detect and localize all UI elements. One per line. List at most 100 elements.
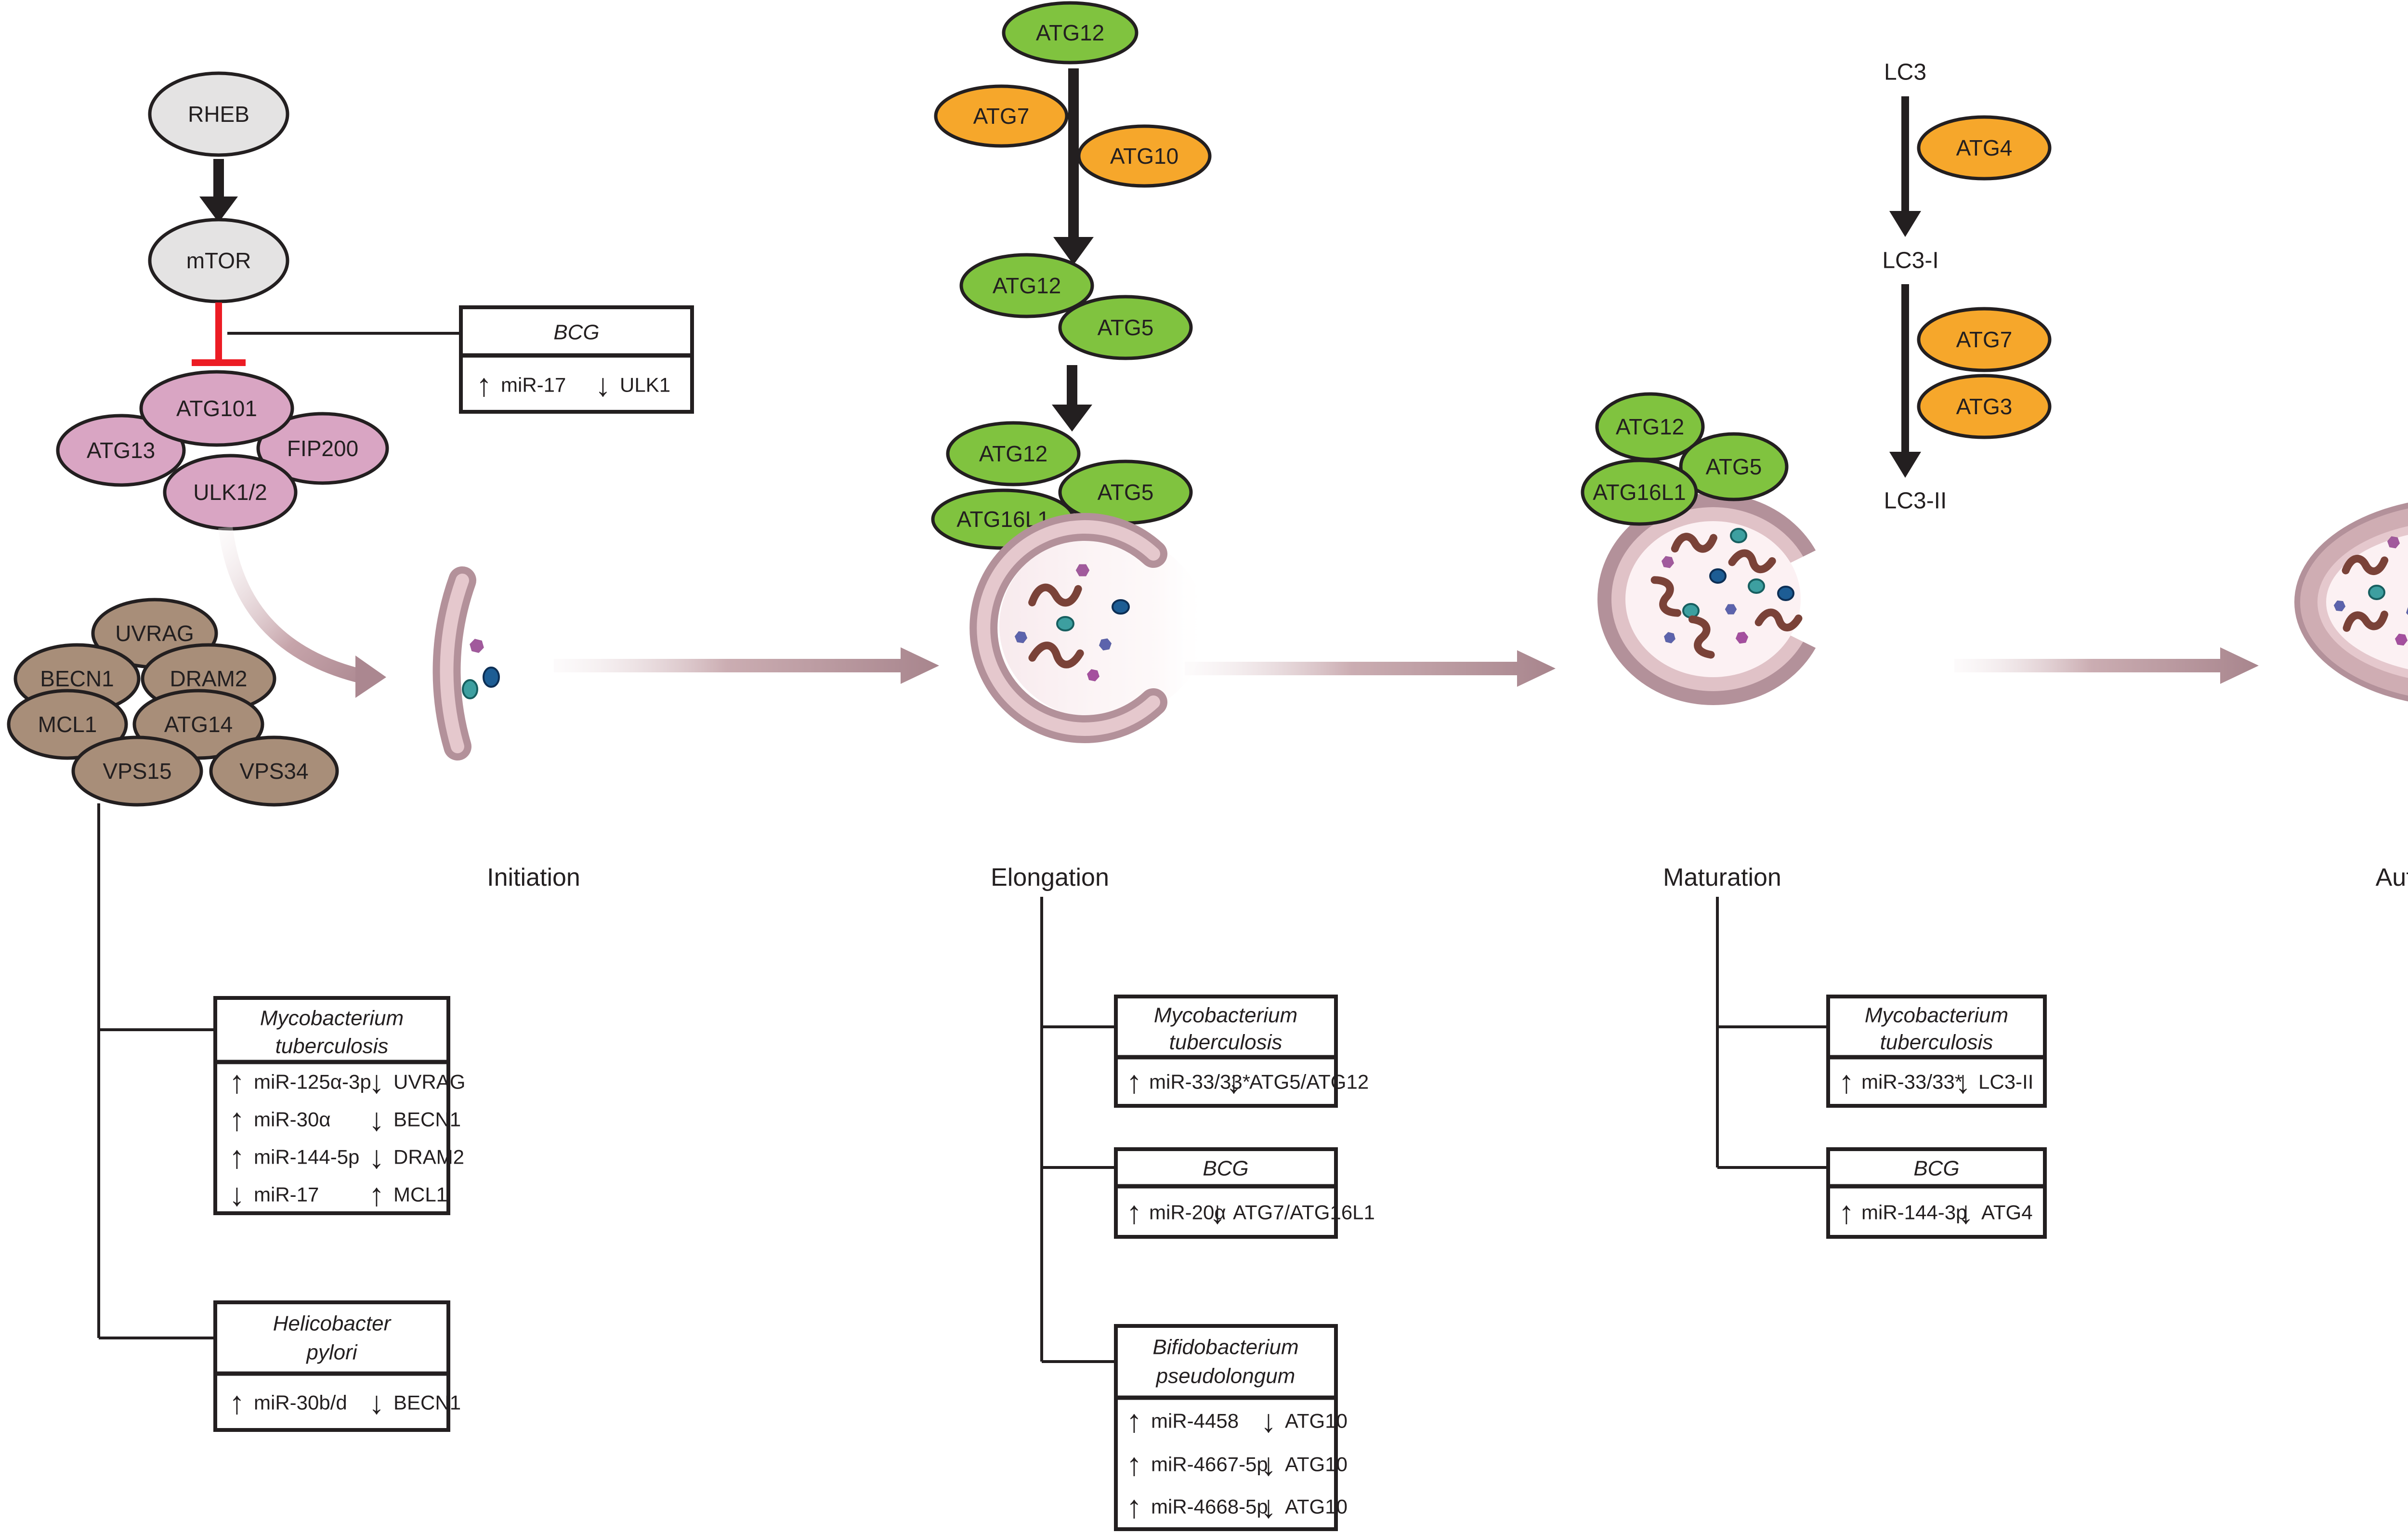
cargo-hexagon xyxy=(470,639,484,653)
cargo-hexagon-indigo xyxy=(1014,631,1028,643)
cargo-squiggle xyxy=(2343,610,2388,632)
node-mat-atg16l1-oval xyxy=(1581,459,1698,526)
cargo-hexagon xyxy=(2387,536,2400,549)
rheb-mtor-chain: RHEB mTOR xyxy=(148,71,461,366)
target-direction: ↓ xyxy=(595,367,611,403)
box-outline xyxy=(213,1300,450,1432)
elongation-crescent-inner xyxy=(977,520,1160,736)
box-title-line2: pseudolongum xyxy=(1155,1364,1296,1388)
lc3-arrow2-shaft xyxy=(1901,284,1909,453)
mirna-direction: ↑ xyxy=(1126,1403,1142,1439)
target-direction: ↓ xyxy=(369,1064,385,1100)
cargo-squiggle xyxy=(1650,576,1682,617)
cargo-hexagon-indigo xyxy=(1725,604,1737,615)
mirna-label: miR-17 xyxy=(254,1183,319,1206)
cargo-navy xyxy=(1112,599,1130,615)
box-title-line1: Mycobacterium xyxy=(1154,1004,1297,1027)
target-direction: ↓ xyxy=(1955,1064,1971,1100)
arrow-rheb-mtor-head xyxy=(199,197,238,223)
cargo-hexagon-indigo xyxy=(2406,606,2408,617)
label-lc3-ii: LC3-II xyxy=(1884,488,1947,514)
node-atg101-oval xyxy=(139,370,294,447)
target-direction: ↑ xyxy=(369,1177,385,1212)
cargo-teal xyxy=(1682,603,1700,618)
node-lc3-atg7-oval xyxy=(1917,307,2052,372)
initiation-crescent-inner xyxy=(440,574,469,753)
cargo-squiggle xyxy=(1754,608,1803,631)
cargo-squiggle xyxy=(1028,583,1082,607)
cargo-hexagon-indigo xyxy=(1099,638,1112,651)
arrow-elongation-maturation xyxy=(1185,650,1556,687)
box-outline xyxy=(1114,1147,1338,1239)
box-bcg-elongation: BCG ↑ miR-20α ↓ ATG7/ATG16L1 xyxy=(1114,1147,1375,1239)
arrow-initiation-elongation xyxy=(554,647,939,684)
elongation-interior xyxy=(999,532,1206,720)
lc3-column: LC3 ATG4 LC3-I ATG7 ATG3 LC3-II xyxy=(1882,60,2052,514)
target-direction: ↓ xyxy=(1958,1194,1974,1230)
box-mtb-elongation: Mycobacterium tuberculosis ↑ miR-33/33* … xyxy=(1114,995,1369,1108)
target-direction: ↓ xyxy=(369,1139,385,1175)
box-title: BCG xyxy=(1203,1157,1248,1180)
target-label: ATG5/ATG12 xyxy=(1249,1071,1369,1093)
node-vps34-label: VPS34 xyxy=(239,759,308,784)
node-mtor-label: mTOR xyxy=(186,248,251,273)
cargo-hexagon-indigo xyxy=(1664,632,1675,643)
box-connectors xyxy=(97,803,1828,1363)
node-cascade-atg5-mid-label: ATG5 xyxy=(1098,315,1154,340)
node-cascade-atg12-top-label: ATG12 xyxy=(1036,20,1104,45)
cargo-squiggle xyxy=(1688,615,1715,659)
node-vps15-label: VPS15 xyxy=(103,759,171,784)
node-lc3-atg4-label: ATG4 xyxy=(1956,135,2013,160)
box-title-line2: tuberculosis xyxy=(1880,1031,1993,1054)
mirna-direction: ↑ xyxy=(1839,1194,1855,1230)
node-atg13-label: ATG13 xyxy=(87,438,155,463)
curved-arrow-head xyxy=(355,656,386,698)
box-bifido-elongation: Bifidobacterium pseudolongum ↑ miR-4458 … xyxy=(1114,1324,1348,1531)
cargo-squiggle xyxy=(2342,555,2389,575)
box-outline xyxy=(1826,1147,2047,1239)
node-atg14-label: ATG14 xyxy=(164,712,233,737)
inhibition-line xyxy=(215,302,222,360)
cargo-hexagon-magenta xyxy=(1735,631,1749,644)
target-label: UVRAG xyxy=(393,1071,465,1093)
node-cascade-atg12-bot-oval xyxy=(946,421,1081,486)
mirna-direction: ↑ xyxy=(229,1064,245,1100)
cascade-arrow2-shaft xyxy=(1067,365,1077,406)
cargo-squiggle xyxy=(1028,642,1084,669)
mirna-label: miR-17 xyxy=(501,374,566,396)
box-bcg-initiation: BCG ↑ miR-17 ↓ ULK1 xyxy=(459,305,694,414)
target-label: BECN1 xyxy=(393,1391,461,1414)
node-vps34-oval xyxy=(209,735,339,807)
node-fip200-oval xyxy=(256,412,389,485)
target-label: ATG10 xyxy=(1285,1495,1348,1518)
cargo-hexagon xyxy=(1662,556,1674,568)
box-title-line2: tuberculosis xyxy=(275,1035,389,1058)
box-title-line2: pylori xyxy=(305,1341,357,1364)
node-mat-atg16l1-label: ATG16L1 xyxy=(1593,480,1686,505)
target-direction: ↓ xyxy=(369,1385,385,1420)
target-direction: ↓ xyxy=(1261,1403,1277,1439)
node-mcl1-oval xyxy=(7,689,128,760)
box-outline xyxy=(1826,995,2047,1108)
elongation-membrane xyxy=(969,513,1206,743)
mirna-label: miR-4668-5p xyxy=(1151,1495,1268,1518)
cargo-teal xyxy=(462,679,478,699)
node-lc3-atg3-oval xyxy=(1917,374,2052,439)
box-title: BCG xyxy=(553,321,599,344)
mirna-direction: ↑ xyxy=(1126,1489,1142,1524)
node-cascade-atg7-oval xyxy=(934,84,1069,148)
cargo-squiggle xyxy=(1728,549,1776,574)
box-bcg-maturation: BCG ↑ miR-144-3p ↓ ATG4 xyxy=(1826,1147,2047,1239)
mirna-label: miR-30b/d xyxy=(254,1391,347,1414)
mirna-label: miR-20α xyxy=(1149,1201,1226,1224)
cargo-teal xyxy=(2368,585,2385,600)
box-outline xyxy=(213,996,450,1215)
cargo-hexagon xyxy=(1075,564,1090,577)
node-vps15-oval xyxy=(71,735,203,807)
mirna-direction: ↑ xyxy=(1126,1446,1142,1482)
mirna-label: miR-4667-5p xyxy=(1151,1453,1268,1476)
node-cascade-atg10-oval xyxy=(1077,124,1212,188)
node-cascade-atg5-bot-label: ATG5 xyxy=(1098,480,1154,505)
cargo-teal xyxy=(1730,528,1747,543)
